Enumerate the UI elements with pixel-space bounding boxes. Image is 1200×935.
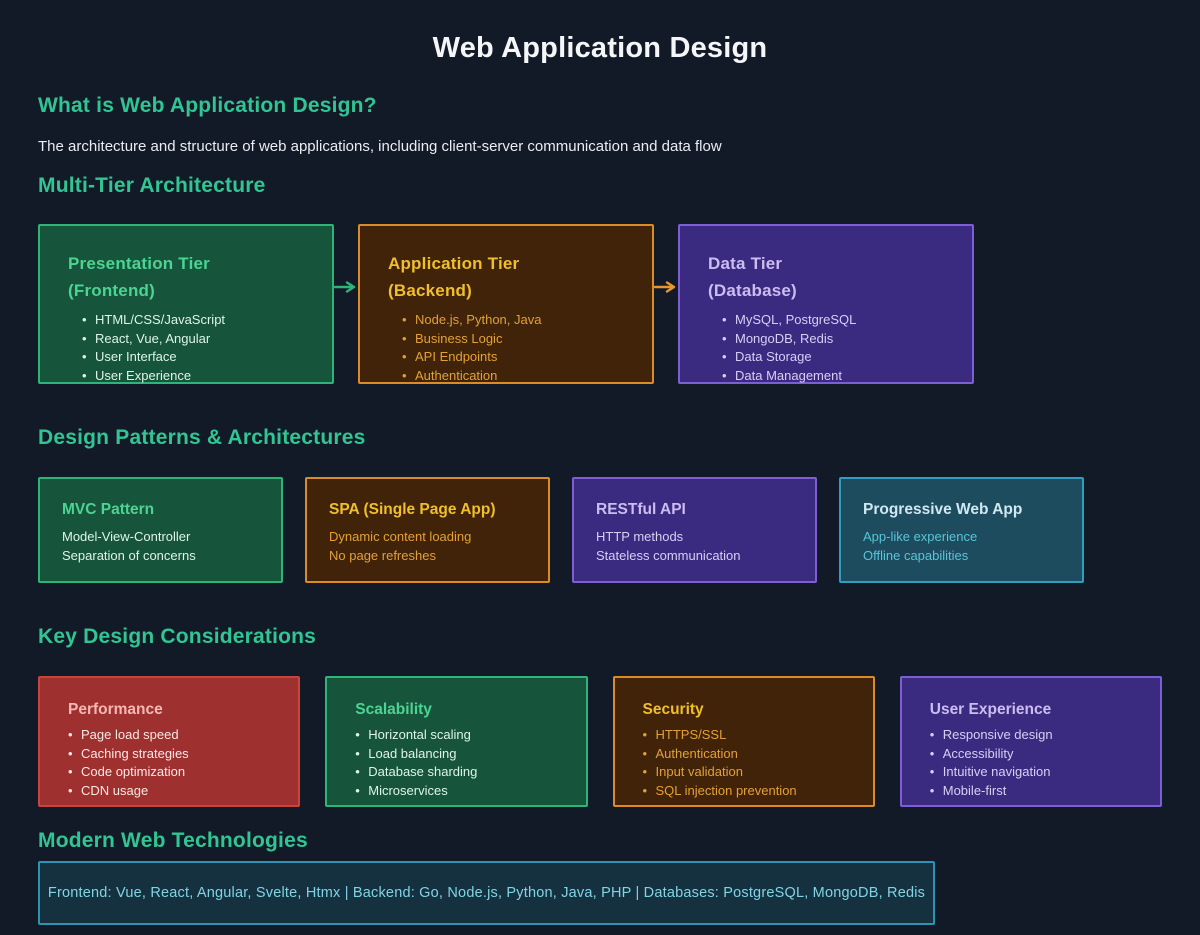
consideration-title: User Experience [929,701,1052,718]
tier-card-data: Data Tier (Database) MySQL, PostgreSQL M… [678,224,974,385]
tier-item: Node.js, Python, Java [402,311,652,330]
considerations-row: Performance Page load speed Caching stra… [38,676,1162,807]
section-heading-architecture: Multi-Tier Architecture [38,174,266,197]
consideration-item: Mobile-first [930,782,1160,801]
pattern-card-mvc: MVC Pattern Model-View-Controller Separa… [38,477,283,583]
pattern-title: Progressive Web App [863,501,1023,518]
tier-card-application: Application Tier (Backend) Node.js, Pyth… [358,224,654,385]
section-heading-considerations: Key Design Considerations [38,625,317,648]
tier-item: Authentication [402,367,652,386]
tier-row: Presentation Tier (Frontend) HTML/CSS/Ja… [38,224,1162,385]
tier-item: User Interface [82,348,332,367]
consideration-item-list: Horizontal scaling Load balancing Databa… [355,726,585,800]
pattern-line: No page refreshes [329,548,436,563]
tier-title: Application Tier [388,254,520,273]
tier-title: Presentation Tier [68,254,210,273]
arrow-right-icon [654,224,678,384]
consideration-item: Caching strategies [68,745,298,764]
tier-item-list: HTML/CSS/JavaScript React, Vue, Angular … [82,311,332,385]
consideration-title: Performance [68,701,163,718]
consideration-item: Input validation [643,763,873,782]
consideration-title: Security [642,701,704,718]
consideration-item: Page load speed [68,726,298,745]
arrow-right-icon [334,224,358,384]
consideration-item: Code optimization [68,763,298,782]
consideration-card-scalability: Scalability Horizontal scaling Load bala… [325,676,588,807]
pattern-title: SPA (Single Page App) [329,501,496,518]
consideration-card-performance: Performance Page load speed Caching stra… [38,676,301,807]
consideration-card-user-experience: User Experience Responsive design Access… [899,676,1162,807]
tier-item: MySQL, PostgreSQL [722,311,972,330]
consideration-item-list: Responsive design Accessibility Intuitiv… [930,726,1160,800]
consideration-item: Load balancing [355,745,585,764]
tier-item: React, Vue, Angular [82,330,332,349]
pattern-card-spa: SPA (Single Page App) Dynamic content lo… [305,477,550,583]
consideration-item: SQL injection prevention [643,782,873,801]
tier-subtitle: (Frontend) [68,281,155,300]
pattern-title: RESTful API [596,501,686,518]
consideration-item: CDN usage [68,782,298,801]
consideration-item: Accessibility [930,745,1160,764]
consideration-item: Authentication [643,745,873,764]
pattern-card-pwa: Progressive Web App App-like experience … [839,477,1084,583]
section-heading-patterns: Design Patterns & Architectures [38,426,366,449]
tier-item-list: MySQL, PostgreSQL MongoDB, Redis Data St… [722,311,972,385]
tech-summary-text: Frontend: Vue, React, Angular, Svelte, H… [47,885,926,901]
pattern-card-restful-api: RESTful API HTTP methods Stateless commu… [572,477,817,583]
page-title: Web Application Design [432,32,768,64]
tier-item: Business Logic [402,330,652,349]
pattern-line: Offline capabilities [863,548,969,563]
consideration-item: Intuitive navigation [930,763,1160,782]
consideration-item-list: HTTPS/SSL Authentication Input validatio… [643,726,873,800]
tier-item: API Endpoints [402,348,652,367]
consideration-item: Database sharding [355,763,585,782]
pattern-line: Stateless communication [596,548,741,563]
consideration-title: Scalability [355,701,432,718]
tier-item: Data Management [722,367,972,386]
tier-item-list: Node.js, Python, Java Business Logic API… [402,311,652,385]
section-heading-technologies: Modern Web Technologies [38,829,308,852]
section-heading-intro: What is Web Application Design? [38,94,377,117]
pattern-row: MVC Pattern Model-View-Controller Separa… [38,477,1162,583]
tier-item: Data Storage [722,348,972,367]
tech-summary-box: Frontend: Vue, React, Angular, Svelte, H… [38,861,935,925]
tier-card-presentation: Presentation Tier (Frontend) HTML/CSS/Ja… [38,224,334,385]
consideration-item: Microservices [355,782,585,801]
pattern-line: Model-View-Controller [62,529,191,544]
consideration-item: Responsive design [930,726,1160,745]
pattern-line: App-like experience [863,529,978,544]
consideration-item: Horizontal scaling [355,726,585,745]
tier-item: MongoDB, Redis [722,330,972,349]
consideration-card-security: Security HTTPS/SSL Authentication Input … [612,676,875,807]
tier-title: Data Tier [708,254,783,273]
tier-item: User Experience [82,367,332,386]
consideration-item-list: Page load speed Caching strategies Code … [68,726,298,800]
consideration-item: HTTPS/SSL [643,726,873,745]
tier-subtitle: (Database) [708,281,797,300]
tier-subtitle: (Backend) [388,281,472,300]
pattern-line: Separation of concerns [62,548,196,563]
pattern-line: Dynamic content loading [329,529,472,544]
tier-item: HTML/CSS/JavaScript [82,311,332,330]
pattern-line: HTTP methods [596,529,684,544]
pattern-title: MVC Pattern [62,501,155,518]
intro-description: The architecture and structure of web ap… [38,138,722,155]
